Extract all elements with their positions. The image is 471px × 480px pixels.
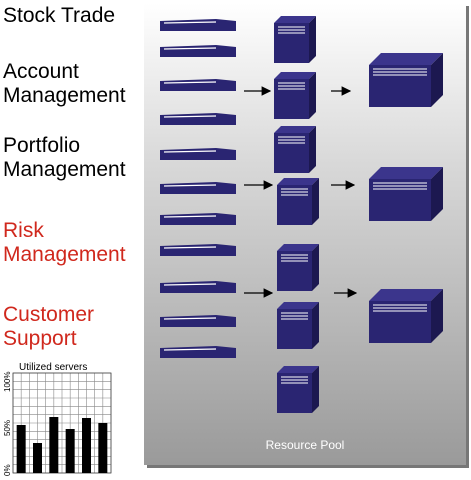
- large-server-3: [369, 289, 443, 343]
- large-server-1: [369, 53, 443, 107]
- chart-bar-2: [33, 443, 42, 473]
- chart-bar-1: [16, 425, 26, 473]
- middle-server-2: [274, 72, 316, 119]
- resource-pool: Resource Pool: [144, 3, 466, 465]
- chart-frame: [12, 372, 112, 474]
- middle-server-1: [274, 16, 316, 63]
- blade-server-11: [160, 346, 236, 358]
- pool-graphic: [160, 16, 443, 413]
- utilized-servers-chart: [12, 372, 112, 474]
- blade-server-9: [160, 281, 236, 293]
- middle-server-3: [274, 126, 316, 173]
- label-portfolio-management: Portfolio Management: [3, 134, 126, 181]
- chart-bar-5: [82, 418, 91, 473]
- blade-server-5: [160, 148, 236, 160]
- chart-bar-4: [65, 429, 75, 473]
- blade-server-7: [160, 213, 236, 225]
- label-risk-management: Risk Management: [3, 219, 126, 266]
- label-customer-support: Customer Support: [3, 303, 95, 350]
- chart-bar-6: [98, 423, 108, 473]
- middle-server-5: [277, 244, 319, 291]
- chart-title: Utilized servers: [19, 362, 88, 373]
- label-stock-trade: Stock Trade: [3, 4, 116, 27]
- blade-server-1: [160, 19, 236, 31]
- blade-server-6: [160, 182, 236, 194]
- blade-server-2: [160, 45, 236, 57]
- blade-server-8: [160, 244, 236, 256]
- middle-server-7: [277, 366, 319, 413]
- middle-server-6: [277, 302, 319, 349]
- resource-pool-label: Resource Pool: [265, 438, 345, 452]
- chart-bar-3: [49, 417, 59, 473]
- large-server-2: [369, 167, 443, 221]
- blade-server-4: [160, 113, 236, 125]
- middle-server-4: [277, 178, 319, 225]
- label-account-management: Account Management: [3, 60, 126, 107]
- blade-server-10: [160, 315, 236, 327]
- blade-server-3: [160, 79, 236, 91]
